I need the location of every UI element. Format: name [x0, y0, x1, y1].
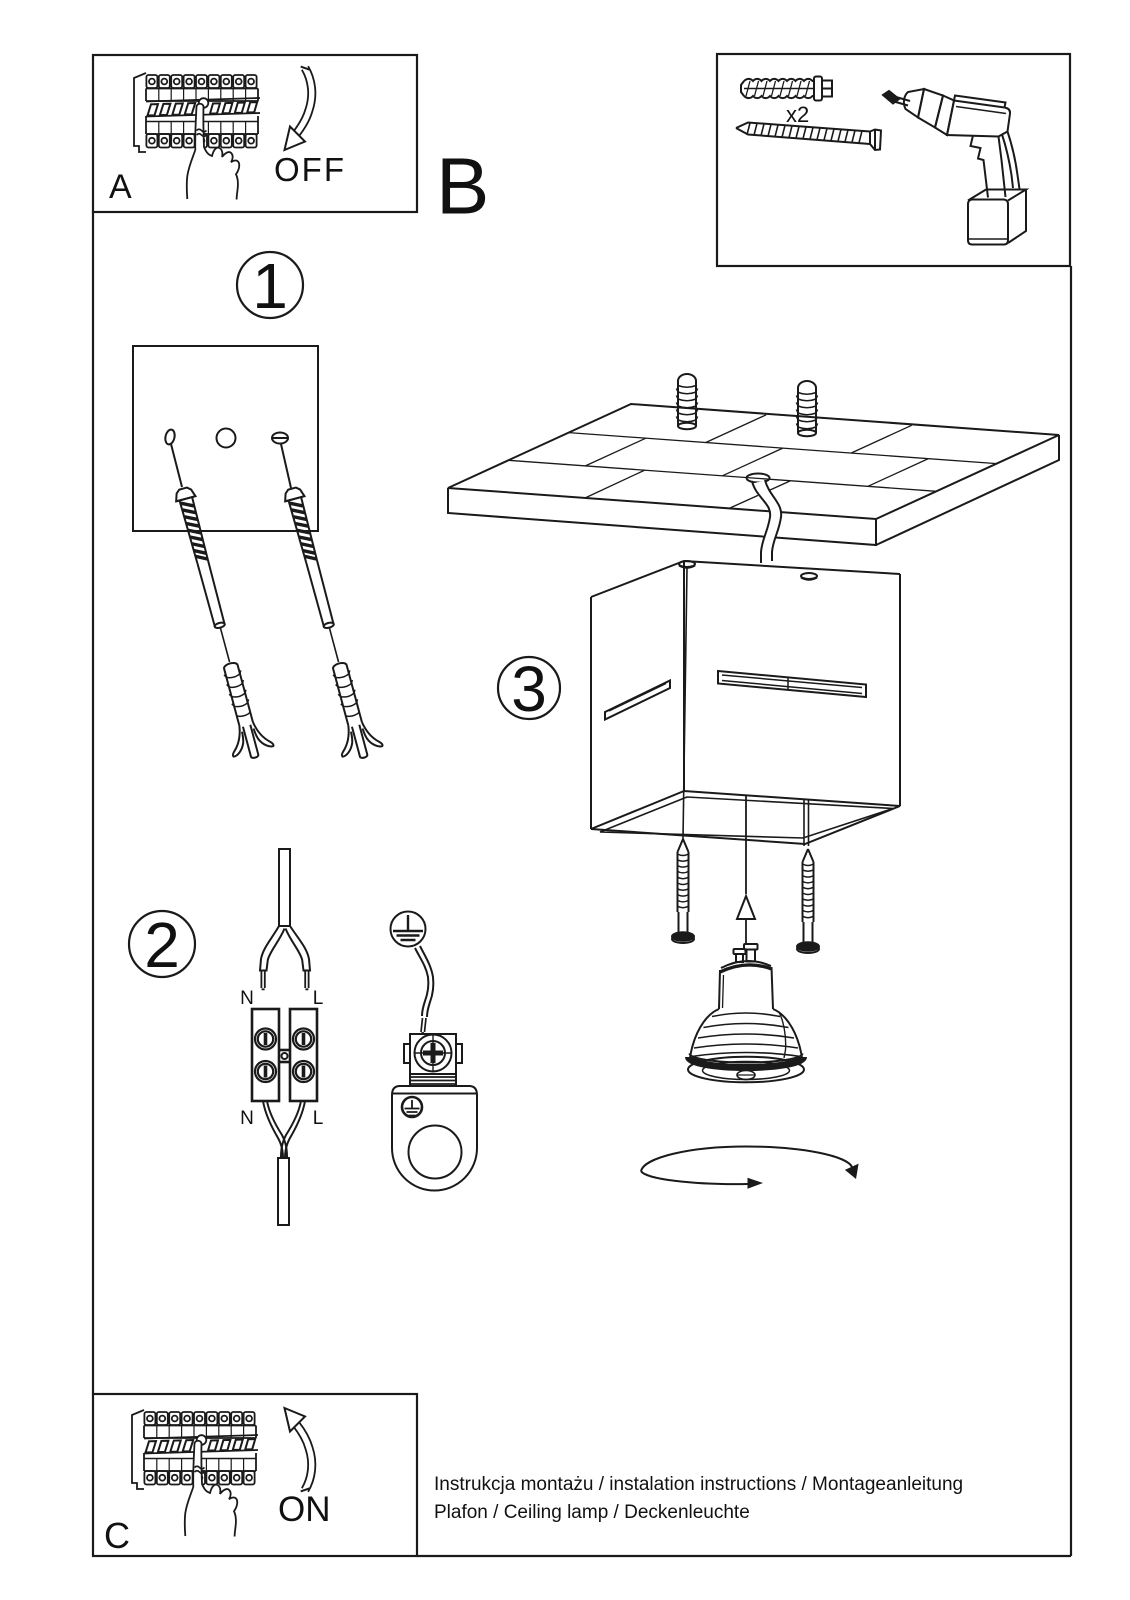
svg-text:Instrukcja montażu / instalati: Instrukcja montażu / instalation instruc…: [434, 1474, 963, 1495]
svg-text:N: N: [240, 988, 254, 1009]
svg-text:N: N: [240, 1108, 254, 1129]
svg-text:Plafon / Ceiling lamp / Decken: Plafon / Ceiling lamp / Deckenleuchte: [434, 1502, 750, 1523]
svg-text:x2: x2: [786, 102, 809, 127]
svg-text:B: B: [436, 142, 489, 231]
svg-text:L: L: [313, 1108, 324, 1129]
svg-text:L: L: [313, 988, 324, 1009]
svg-text:C: C: [104, 1515, 130, 1556]
svg-text:3: 3: [511, 653, 547, 725]
svg-text:1: 1: [252, 250, 288, 322]
svg-text:A: A: [109, 168, 132, 206]
svg-text:2: 2: [144, 909, 180, 981]
svg-text:OFF: OFF: [274, 151, 346, 188]
svg-text:ON: ON: [278, 1490, 331, 1529]
